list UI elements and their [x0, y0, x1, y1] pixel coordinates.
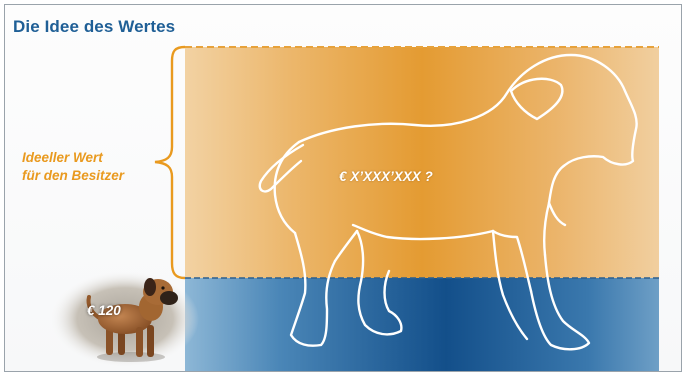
puppy-photo [51, 271, 199, 367]
market-price-amount: € 120 [87, 303, 121, 318]
market-value-band [185, 278, 659, 372]
ideal-value-amount: € X’XXX’XXX ? [339, 169, 433, 184]
ideal-value-band [185, 47, 659, 278]
slide: Die Idee des Wertes [4, 4, 682, 372]
ideal-value-label: Ideeller Wert für den Besitzer [22, 149, 124, 185]
ideal-value-label-line2: für den Besitzer [22, 167, 124, 185]
ideal-value-label-line1: Ideeller Wert [22, 149, 124, 167]
curly-brace-icon [155, 47, 185, 278]
